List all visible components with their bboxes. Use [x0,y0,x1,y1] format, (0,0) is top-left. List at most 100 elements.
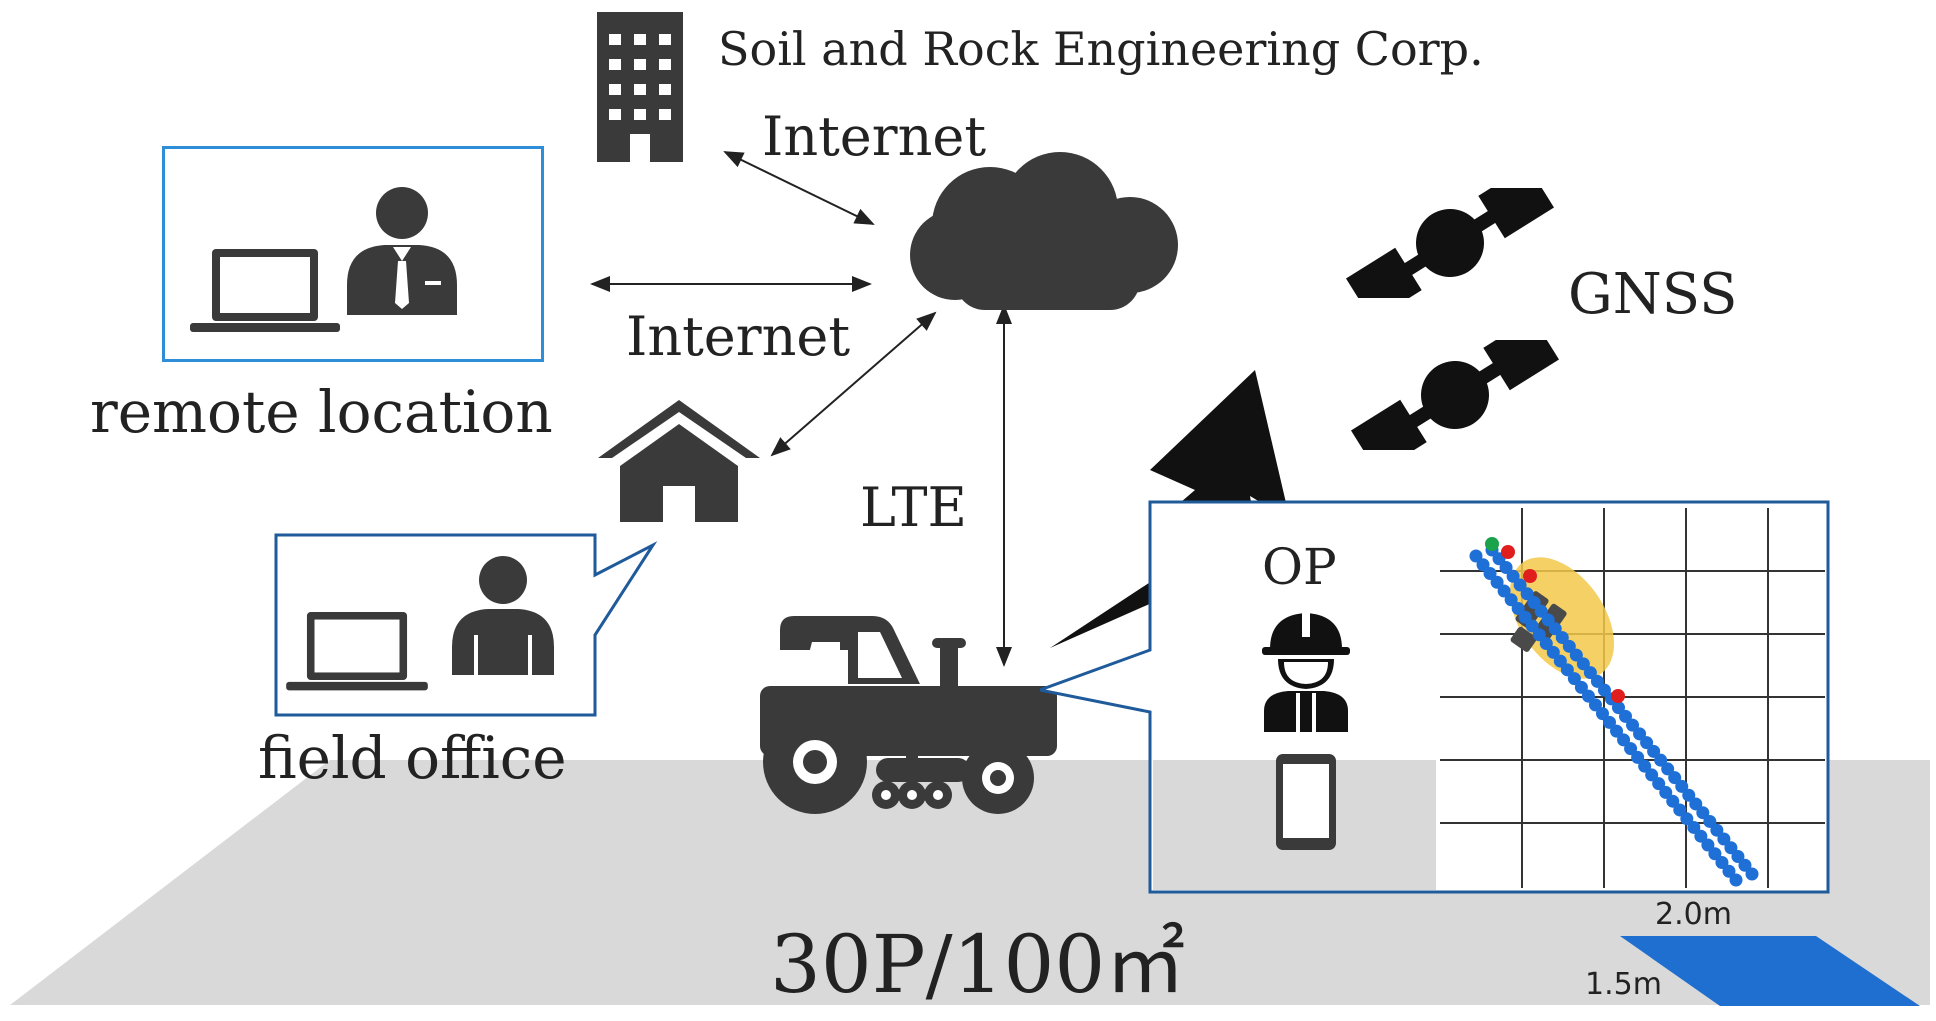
pile-tile-icon [1620,936,1920,1006]
pile-point [1652,777,1666,791]
gnss-label: GNSS [1568,262,1738,327]
pile-point [1689,797,1703,811]
pile-point [1701,838,1715,852]
pile-point [1710,823,1724,837]
pile-point [1534,604,1548,618]
pile-point [1518,610,1532,624]
pile-point [1553,654,1567,668]
pile-point [1633,727,1647,741]
tractor-icon [760,616,1057,814]
pile-point [1541,613,1555,627]
internet-label-company: Internet [762,105,987,168]
person-icon [452,556,554,675]
density-label: 30P/100㎡ [770,918,1186,1011]
pile-point [1617,733,1631,747]
pile-marker [1611,689,1625,703]
pile-point [1560,663,1574,677]
pile-point [1715,855,1729,869]
pile-point [1626,718,1640,732]
pile-point [1708,847,1722,861]
house-icon [598,400,760,522]
pile-point [1574,680,1588,694]
pile-point [1562,639,1576,653]
pile-point [1659,785,1673,799]
pile-point [1661,762,1675,776]
pile-point [1624,742,1638,756]
pile-point [1548,622,1562,636]
pile-point [1680,812,1694,826]
pile-point [1673,803,1687,817]
lte-label: LTE [860,476,967,539]
pile-point [1745,867,1759,881]
pile-point [1532,628,1546,642]
pile-point [1520,587,1534,601]
pile-point [1666,794,1680,808]
pile-point [1640,736,1654,750]
pile-point [1546,645,1560,659]
pile-marker [1523,569,1537,583]
pile-point [1731,849,1745,863]
pile-point [1567,672,1581,686]
building-icon [597,12,683,162]
pile-marker [1485,537,1499,551]
pile-point [1631,750,1645,764]
pile-point [1555,631,1569,645]
pile-point [1647,744,1661,758]
tile-depth-label: 1.5m [1585,967,1662,1002]
worker-icon [1262,613,1350,732]
internet-label-remote: Internet [626,305,851,368]
pile-point [1611,701,1625,715]
field-office-label: field office [258,724,567,792]
pile-point [1569,648,1583,662]
pile-point [1595,707,1609,721]
pile-point [1576,657,1590,671]
pile-point [1729,873,1743,887]
pile-point [1483,567,1497,581]
pile-point [1525,619,1539,633]
pile-point [1668,771,1682,785]
pile-point [1499,561,1513,575]
pile-point [1497,584,1511,598]
remote-location-box [162,146,544,362]
pile-point [1722,864,1736,878]
pile-point [1476,558,1490,572]
pile-point [1694,829,1708,843]
tile-width-label: 2.0m [1655,897,1732,932]
pile-point [1724,841,1738,855]
pile-point [1590,674,1604,688]
pile-point [1675,779,1689,793]
smartphone-icon [1276,754,1336,850]
pile-point [1469,549,1483,563]
lightning-icon [1050,370,1290,648]
pile-point [1539,637,1553,651]
pile-point [1645,768,1659,782]
arrow-field-cloud [770,311,937,457]
pile-point [1717,832,1731,846]
laptop-icon [286,612,428,691]
pile-point [1506,569,1520,583]
pile-marker [1501,545,1515,559]
pile-point [1696,806,1710,820]
arrow-company-cloud [723,151,875,225]
op-label: OP [1262,538,1337,596]
pile-point [1527,596,1541,610]
remote-location-label: remote location [90,378,553,446]
pile-point [1588,698,1602,712]
person-icon [347,187,457,315]
pile-point [1511,602,1525,616]
pile-map [1440,508,1825,888]
pile-point [1682,788,1696,802]
pile-point [1581,689,1595,703]
pile-point [1738,858,1752,872]
pile-point [1638,759,1652,773]
laptop-icon [190,249,340,332]
cloud-icon [910,152,1178,310]
company-label: Soil and Rock Engineering Corp. [718,22,1484,76]
pile-point [1703,814,1717,828]
pile-point [1597,683,1611,697]
pile-point [1504,593,1518,607]
pile-point [1490,575,1504,589]
satellite-icon [1351,340,1559,450]
pile-point [1513,578,1527,592]
